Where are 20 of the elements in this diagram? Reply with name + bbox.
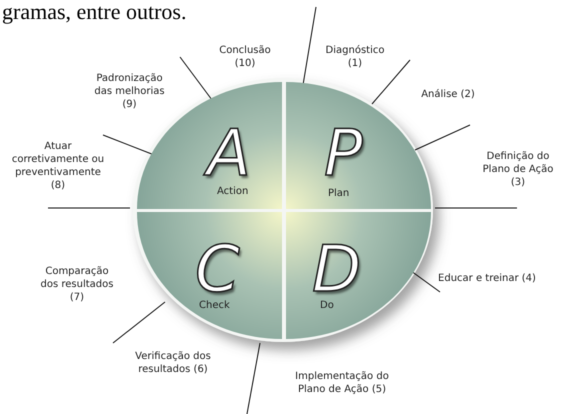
step-label: Diagnóstico (1) bbox=[324, 44, 386, 70]
quadrant-label: Check bbox=[199, 300, 230, 312]
quadrant-label: Plan bbox=[328, 188, 350, 200]
step-label: Análise (2) bbox=[420, 88, 476, 101]
body-text: gramas, entre outros. bbox=[2, 0, 186, 24]
step-label: Definição do Plano de Ação (3) bbox=[482, 150, 554, 189]
step-label: Verificação dos resultados (6) bbox=[134, 350, 212, 376]
quadrant-label: Action bbox=[217, 186, 248, 198]
quadrant-letter: P bbox=[324, 122, 363, 186]
quadrant-letter: D bbox=[312, 238, 362, 302]
step-label: Educar e treinar (4) bbox=[437, 272, 537, 285]
quadrant-sector bbox=[286, 212, 431, 339]
quadrant-letter: C bbox=[195, 238, 240, 302]
quadrant-sector bbox=[137, 212, 282, 339]
quadrant-label: Do bbox=[320, 300, 334, 312]
step-label: Implementação do Plano de Ação (5) bbox=[294, 370, 390, 396]
step-label: Atuar corretivamente ou preventivamente (8) bbox=[10, 140, 106, 192]
step-label: Comparação dos resultados (7) bbox=[40, 265, 114, 304]
step-label: Padronização das melhorias (9) bbox=[93, 72, 166, 111]
step-label: Conclusão (10) bbox=[218, 44, 272, 70]
